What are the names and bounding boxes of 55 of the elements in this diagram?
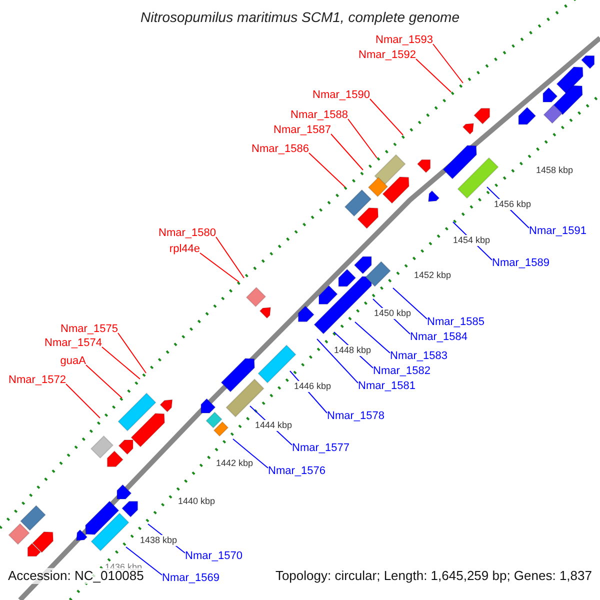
leader-line — [86, 364, 122, 398]
scale-tick-label: 1458 kbp — [536, 165, 574, 176]
gene-label: Nmar_1577 — [292, 442, 350, 455]
gene-label: Nmar_1576 — [268, 465, 326, 478]
gene-label: Nmar_1588 — [290, 109, 348, 122]
gene-label: Nmar_1572 — [8, 374, 66, 387]
scale-tick-label: 1456 kbp — [494, 199, 532, 210]
scale-tick-label: 1446 kbp — [294, 381, 332, 392]
gene-label: Nmar_1584 — [410, 331, 468, 344]
accession-text: Accession: NC_010085 — [8, 568, 144, 584]
leader-line — [66, 384, 100, 418]
genome-summary-text: Topology: circular; Length: 1,645,259 bp; Genes: 1,837 — [275, 568, 592, 584]
scale-tick-label: 1442 kbp — [216, 458, 254, 469]
leader-line — [216, 236, 244, 278]
gene-label: Nmar_1592 — [358, 49, 416, 62]
leader-line — [370, 98, 404, 136]
gene-label: Nmar_1585 — [427, 316, 484, 329]
leader-line — [316, 338, 358, 384]
leader-line — [432, 44, 464, 84]
leader-line — [348, 118, 378, 158]
gene-label: rpl44e — [169, 243, 200, 256]
gene-label: Nmar_1587 — [274, 124, 331, 137]
leader-line — [200, 252, 240, 282]
gene-label: Nmar_1582 — [373, 365, 430, 378]
scale-tick-label: 1444 kbp — [255, 420, 292, 431]
gene-label: Nmar_1580 — [158, 227, 216, 240]
diagram-title: Nitrosopumilus maritimus SCM1, complete genome — [140, 9, 460, 25]
gene-label: Nmar_1590 — [312, 89, 370, 102]
scale-tick-label: 1448 kbp — [334, 345, 372, 356]
scale-tick-label: 1450 kbp — [374, 308, 412, 319]
leader-line — [354, 322, 390, 354]
leader-line — [416, 58, 452, 92]
gene-label: guaA — [60, 355, 86, 368]
leader-line — [126, 546, 162, 576]
gene-label: Nmar_1569 — [162, 572, 220, 585]
gene-label: Nmar_1589 — [492, 257, 550, 270]
gene-label: Nmar_1578 — [327, 410, 384, 423]
leader-line — [308, 152, 346, 188]
gene-label: Nmar_1575 — [60, 323, 118, 336]
leader-line — [118, 332, 146, 374]
leader-line — [232, 438, 268, 468]
scale-tick-label: 1454 kbp — [453, 235, 490, 246]
leader-line — [330, 134, 364, 170]
gene-label: Nmar_1581 — [358, 380, 416, 393]
leader-line — [392, 288, 428, 320]
leader-line — [102, 346, 140, 380]
gene-label: Nmar_1583 — [390, 350, 448, 363]
scale-tick-label: 1440 kbp — [178, 496, 216, 507]
gene-label: Nmar_1570 — [185, 550, 242, 563]
scale-tick-label: 1438 kbp — [140, 535, 178, 546]
gene-label: Nmar_1591 — [529, 225, 586, 238]
gene-label: Nmar_1586 — [252, 143, 309, 156]
scale-tick-label: 1452 kbp — [414, 270, 452, 281]
gene-label: Nmar_1593 — [376, 34, 433, 47]
gene-label: Nmar_1574 — [44, 337, 102, 350]
